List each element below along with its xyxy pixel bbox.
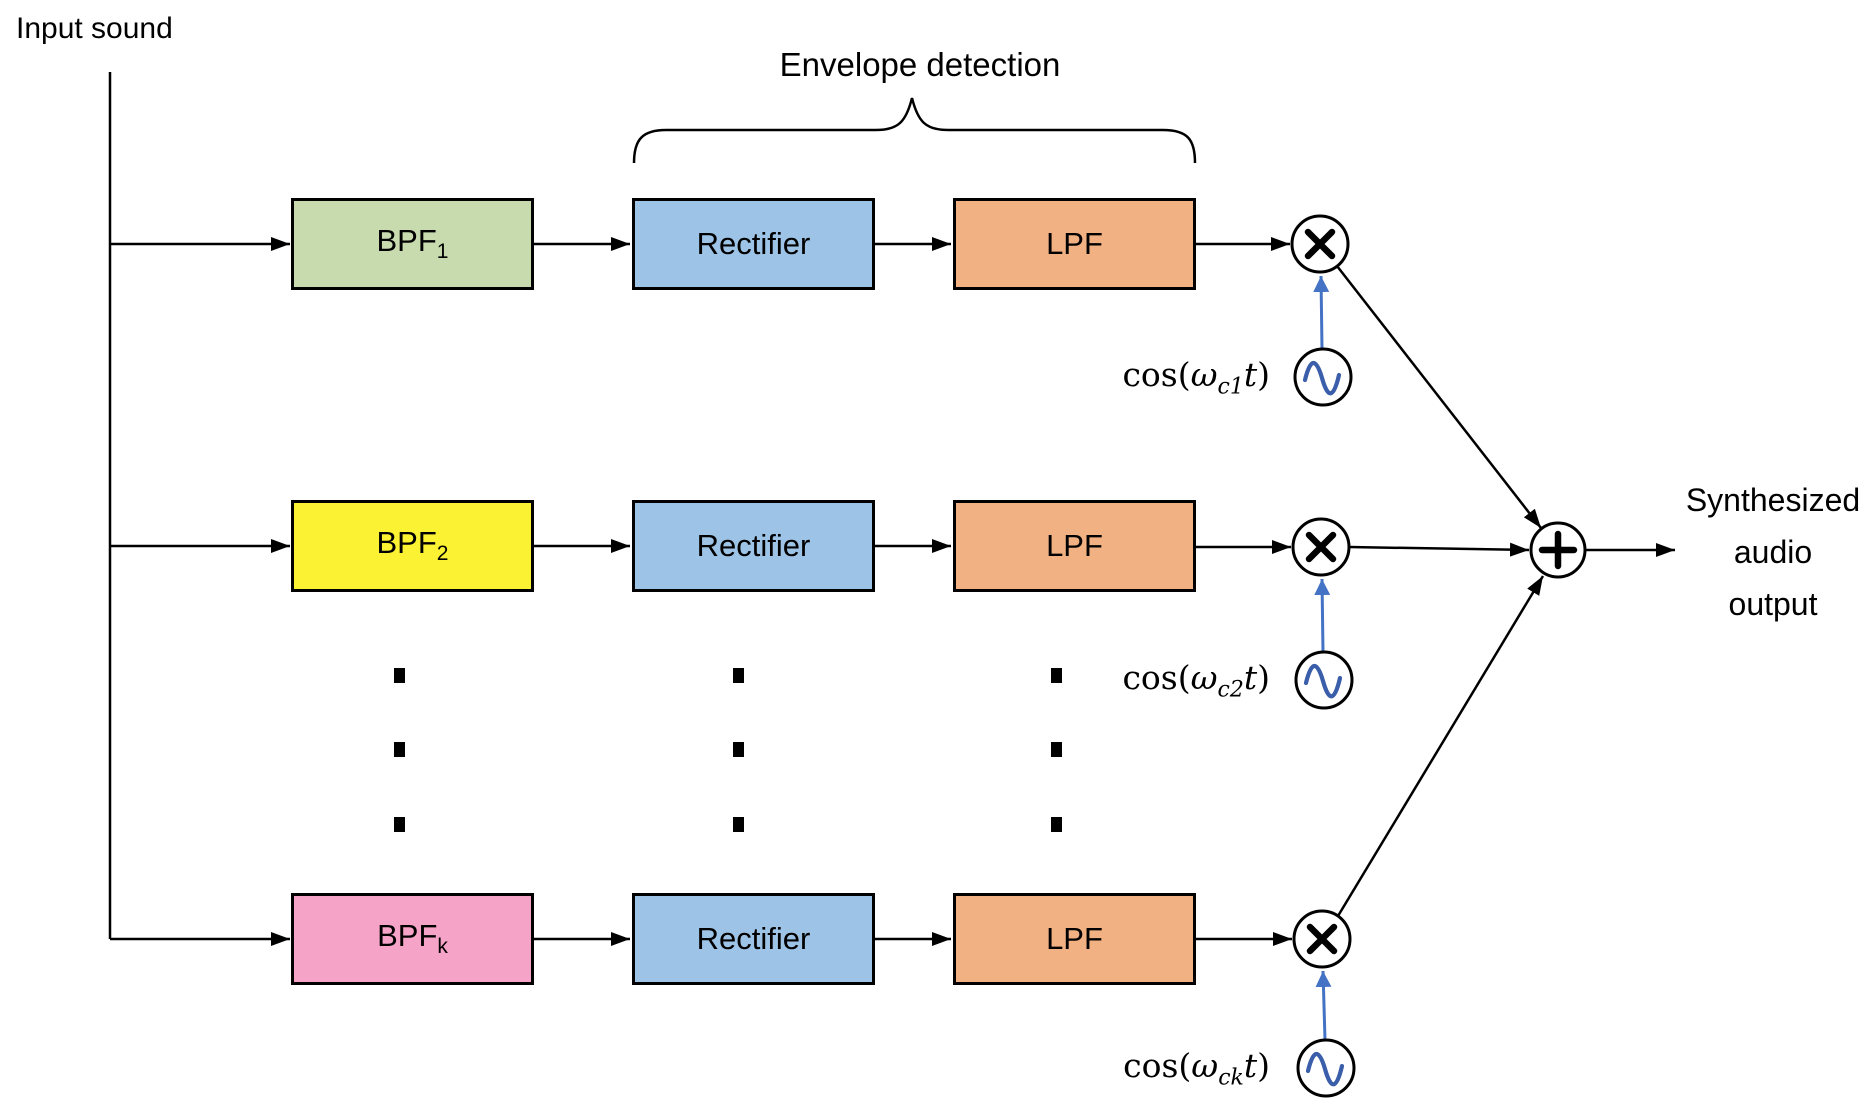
lpf3-label: LPF [1046,921,1103,956]
lpf2-box: LPF [953,500,1196,592]
ellipsis-dots [394,668,1062,832]
carrier-label-k: cos(ωckt) [1123,1046,1270,1091]
output-label: Synthesized audio output [1657,474,1876,630]
input-sound-label: Input sound [16,12,173,45]
rectifier3-label: Rectifier [696,921,811,956]
oscillator-node-3 [1296,1038,1356,1098]
rectifier2-box: Rectifier [632,500,875,592]
envelope-brace [632,97,1197,164]
sine-icon [1305,1051,1345,1087]
carrier-label-2: cos(ωc2t) [1122,658,1270,703]
bpf1-box: BPF1 [291,198,534,290]
bpfk-label: BPFk [377,918,448,959]
output-label-line2: audio [1733,534,1813,570]
rectifier2-label: Rectifier [696,528,811,563]
multiply-icon [1304,228,1336,260]
sum-node [1529,521,1587,579]
lpf1-label: LPF [1046,226,1103,261]
rectifier1-box: Rectifier [632,198,875,290]
input-bus-line [108,72,290,946]
bpfk-box: BPFk [291,893,534,985]
multiply-icon [1305,531,1337,563]
multiply-icon [1306,923,1338,955]
envelope-detection-label: Envelope detection [779,46,1061,83]
plus-icon [1538,530,1578,570]
rectifier1-label: Rectifier [696,226,811,261]
bpf1-label: BPF1 [376,223,449,264]
oscillator-node-2 [1294,650,1354,710]
multiply-node-3 [1292,909,1352,969]
carrier-label-1: cos(ωc1t) [1122,355,1270,400]
carrier-arrows [1313,275,1332,1041]
lpf1-box: LPF [953,198,1196,290]
lpf3-box: LPF [953,893,1196,985]
multiply-node-2 [1291,517,1351,577]
output-label-line1: Synthesized [1685,482,1861,518]
rectifier3-box: Rectifier [632,893,875,985]
bpf2-label: BPF2 [376,525,449,566]
sine-icon [1302,360,1342,396]
output-label-line3: output [1728,586,1818,622]
sine-icon [1303,663,1343,699]
signal-arrows [534,237,1675,946]
multiply-node-1 [1290,214,1350,274]
bpf2-box: BPF2 [291,500,534,592]
lpf2-label: LPF [1046,528,1103,563]
oscillator-node-1 [1293,347,1353,407]
